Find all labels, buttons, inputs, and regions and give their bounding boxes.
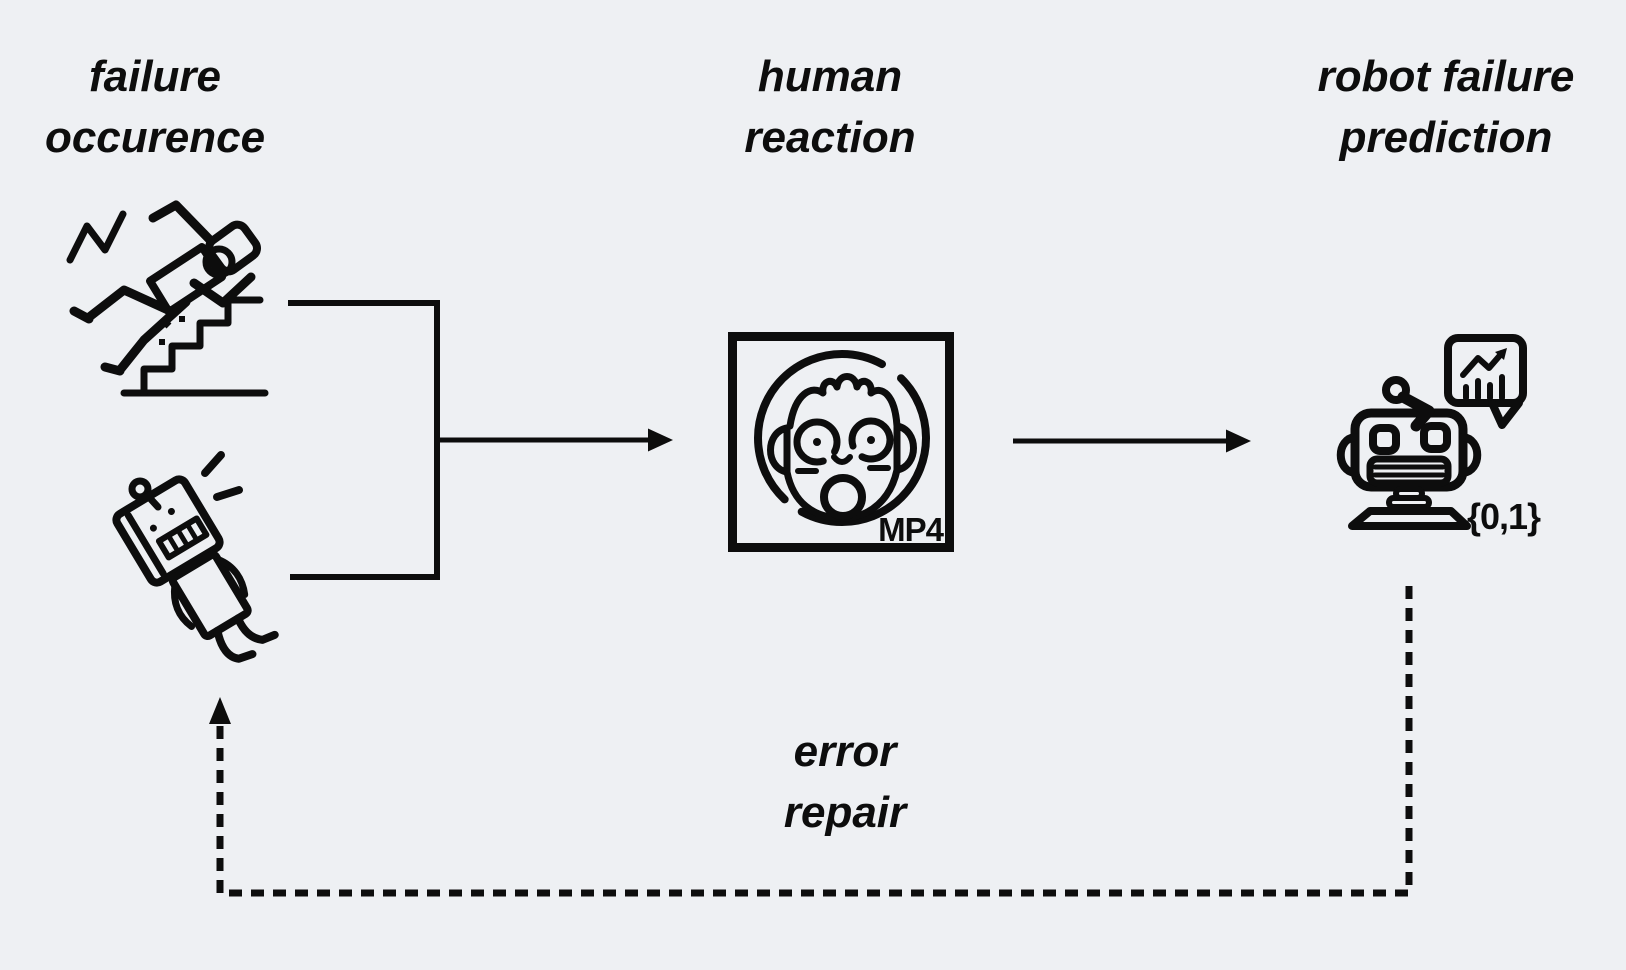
robot-body-tilted xyxy=(112,475,279,663)
head-outline xyxy=(754,350,930,526)
robot-left-eye xyxy=(1369,424,1400,455)
shocked-face-icon xyxy=(754,350,930,526)
left-eye xyxy=(793,418,841,466)
nose xyxy=(831,454,853,465)
title-line: prediction xyxy=(1339,113,1553,162)
robot-right-eye xyxy=(1420,422,1451,453)
motion-dash xyxy=(201,451,225,477)
title-robot-failure-prediction: robot failure prediction xyxy=(1318,46,1575,168)
prediction-output-label: {0,1} xyxy=(1467,496,1541,537)
label-error-repair: error repair xyxy=(784,721,906,843)
title-line: failure xyxy=(88,52,222,101)
arrow-reaction-to-prediction xyxy=(1013,429,1251,453)
stairs-steps xyxy=(140,296,264,397)
feedback-loop-dashed xyxy=(209,586,1413,897)
video-format-badge: MP4 xyxy=(878,511,944,548)
bubble-tail xyxy=(1488,399,1523,429)
debris-dot xyxy=(179,316,185,322)
person-falling-down-stairs-icon xyxy=(66,200,269,397)
robot-with-prediction-chart-icon xyxy=(1336,334,1527,530)
robot-antenna xyxy=(1382,376,1410,404)
impact-zigzag xyxy=(66,210,127,264)
title-line: reaction xyxy=(744,113,916,162)
title-line: robot failure xyxy=(1317,52,1575,101)
title-line: repair xyxy=(783,788,907,837)
left-pupil xyxy=(813,438,821,446)
chart-bars xyxy=(1463,374,1505,401)
robot-pedestal xyxy=(1348,486,1471,530)
motion-dash xyxy=(213,486,243,501)
debris-dot xyxy=(159,339,165,345)
merge-bracket xyxy=(288,300,440,580)
right-ear xyxy=(893,422,917,474)
title-failure-occurence: failure occurence xyxy=(45,46,265,168)
arrow-failure-to-reaction xyxy=(437,428,673,452)
hair-fringe xyxy=(786,373,901,430)
reaction-video-frame: MP4 xyxy=(728,332,954,552)
arrowhead-right-icon xyxy=(1226,429,1251,453)
right-eye xyxy=(848,417,894,463)
robot-antenna-arm xyxy=(1397,391,1435,432)
arrowhead-up-icon xyxy=(209,697,231,724)
arrowhead-right-icon xyxy=(648,428,673,452)
trend-line xyxy=(1460,350,1505,378)
right-pupil xyxy=(867,436,875,444)
robot-mouth xyxy=(1366,455,1452,487)
chart-speech-bubble xyxy=(1444,334,1527,429)
title-line: error xyxy=(793,727,897,776)
left-ear xyxy=(767,424,791,476)
robot-mouth-grill xyxy=(1372,464,1446,478)
title-human-reaction: human reaction xyxy=(744,46,915,168)
falling-robot-icon xyxy=(112,451,279,663)
trend-arrowhead xyxy=(1495,348,1507,360)
title-line: occurence xyxy=(44,113,266,162)
robot-right-ear xyxy=(1459,433,1482,477)
open-mouth xyxy=(820,474,866,520)
tumbling-person xyxy=(69,200,261,376)
title-line: human xyxy=(757,52,903,101)
antenna xyxy=(128,477,152,501)
robot-left-ear xyxy=(1336,433,1359,477)
